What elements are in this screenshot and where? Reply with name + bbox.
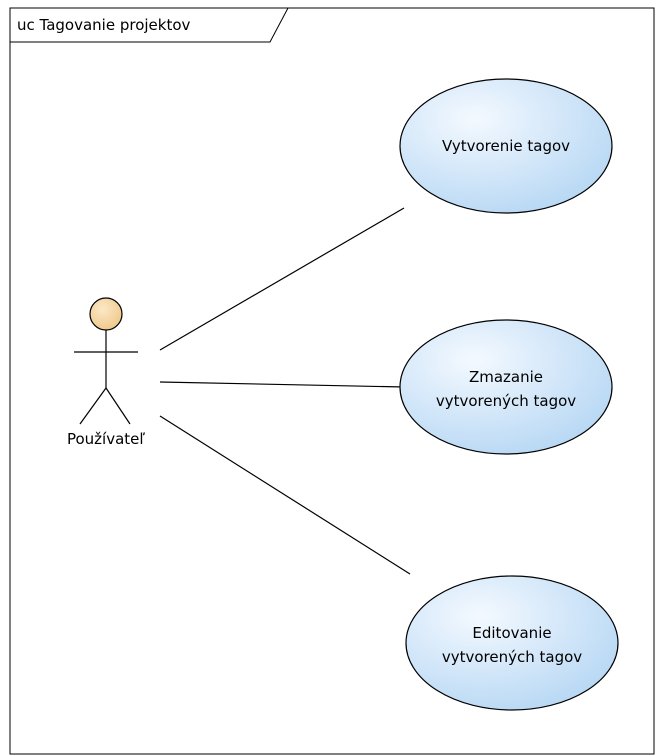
- frame-title: uc Tagovanie projektov: [17, 16, 191, 34]
- actor-label: Používateľ: [67, 430, 145, 448]
- use-case-delete-tags-label-line2: vytvorených tagov: [436, 392, 576, 410]
- actor-left-leg: [79, 387, 107, 425]
- use-case-create-tags[interactable]: Vytvorenie tagov: [399, 78, 613, 214]
- associations: [159, 207, 411, 575]
- use-case-edit-tags-ellipse: [405, 575, 619, 711]
- actor-head: [89, 297, 123, 331]
- actor[interactable]: Používateľ: [67, 297, 145, 448]
- association-line-create: [159, 207, 405, 351]
- use-case-delete-tags-label-line1: Zmazanie: [469, 368, 543, 386]
- use-case-edit-tags-label-line1: Editovanie: [472, 624, 551, 642]
- use-case-create-tags-ellipse: [399, 78, 613, 214]
- use-case-edit-tags-label-line2: vytvorených tagov: [442, 648, 582, 666]
- use-case-delete-tags[interactable]: Zmazanie vytvorených tagov: [399, 319, 613, 455]
- use-case-delete-tags-ellipse: [399, 319, 613, 455]
- use-case-create-tags-label: Vytvorenie tagov: [442, 137, 570, 155]
- actor-right-leg: [105, 387, 131, 425]
- use-case-edit-tags[interactable]: Editovanie vytvorených tagov: [405, 575, 619, 711]
- association-line-edit: [159, 415, 411, 575]
- association-line-delete: [159, 381, 405, 388]
- frame-title-tab: [10, 7, 289, 43]
